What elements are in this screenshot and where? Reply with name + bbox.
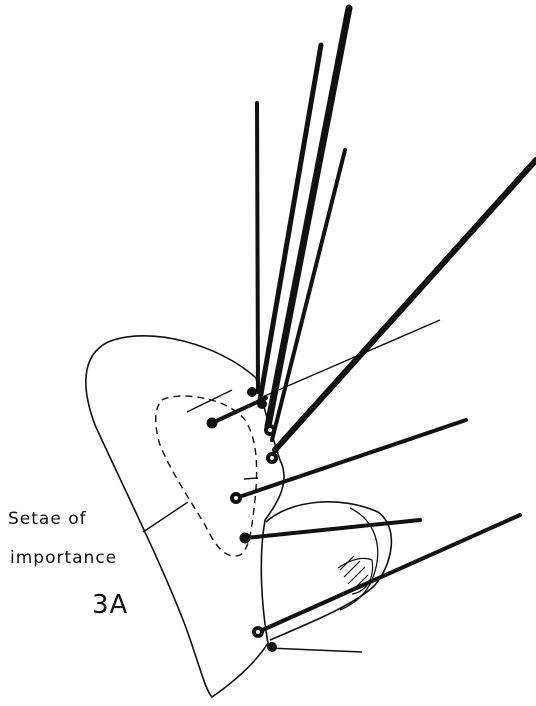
seta-long-4 [272,150,345,440]
seta-long-2 [260,45,321,400]
seta-3 [245,520,420,538]
thin-lines [187,320,440,652]
dashed-region [156,396,257,556]
seta-long-1 [257,103,258,392]
seta-long-3 [268,8,349,426]
figure-label: 3A [92,590,128,620]
annotation-line-2: importance [10,548,117,568]
long-setae [257,8,536,450]
annotation-line-1: Setae of [8,509,87,529]
pointer-line [143,502,188,532]
medium-setae [212,398,520,632]
setal-sockets [207,387,279,652]
